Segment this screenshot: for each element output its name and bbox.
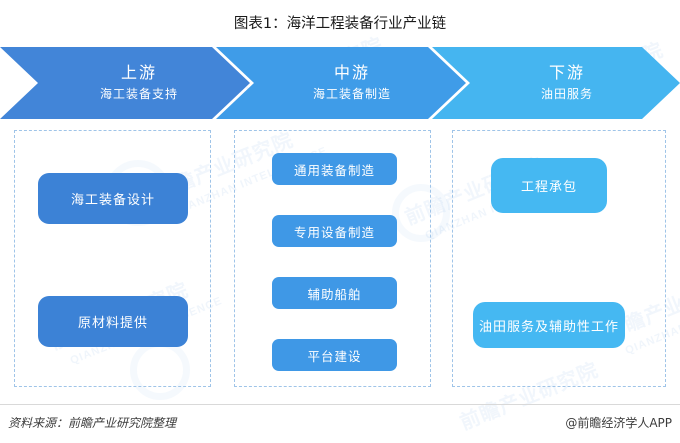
- node-midstream-4[interactable]: 平台建设: [272, 339, 397, 371]
- footer-divider: [0, 404, 680, 405]
- stage-arrow-midstream[interactable]: 中游 海工装备制造: [216, 47, 466, 119]
- stage-title-downstream: 下游: [548, 63, 585, 82]
- stage-title-midstream: 中游: [333, 63, 370, 82]
- stage-arrow-downstream[interactable]: 下游 油田服务: [432, 47, 680, 119]
- node-midstream-3[interactable]: 辅助船舶: [272, 277, 397, 309]
- stage-title-upstream: 上游: [120, 63, 157, 82]
- stage-arrow-upstream[interactable]: 上游 海工装备支持: [0, 47, 250, 119]
- app-attribution: @前瞻经济学人APP: [565, 416, 672, 430]
- node-upstream-1[interactable]: 海工装备设计: [38, 173, 188, 224]
- node-upstream-2[interactable]: 原材料提供: [38, 296, 188, 347]
- node-downstream-1[interactable]: 工程承包: [491, 158, 607, 213]
- stage-subtitle-midstream: 海工装备制造: [312, 87, 391, 101]
- stage-column-midstream: 通用装备制造 专用设备制造 辅助船舶 平台建设: [234, 130, 431, 387]
- stage-arrow-banner: 上游 海工装备支持 中游 海工装备制造 下游 油田服务: [0, 47, 680, 119]
- node-midstream-1[interactable]: 通用装备制造: [272, 153, 397, 185]
- stage-subtitle-downstream: 油田服务: [540, 87, 593, 101]
- stage-column-downstream: 工程承包 油田服务及辅助性工作: [452, 130, 666, 387]
- stage-subtitle-upstream: 海工装备支持: [99, 87, 178, 101]
- source-note: 资料来源：前瞻产业研究院整理: [8, 416, 177, 430]
- page-title: 图表1：海洋工程装备行业产业链: [233, 16, 447, 32]
- node-downstream-2[interactable]: 油田服务及辅助性工作: [473, 302, 625, 348]
- node-midstream-2[interactable]: 专用设备制造: [272, 215, 397, 247]
- stage-column-upstream: 海工装备设计 原材料提供: [14, 130, 211, 387]
